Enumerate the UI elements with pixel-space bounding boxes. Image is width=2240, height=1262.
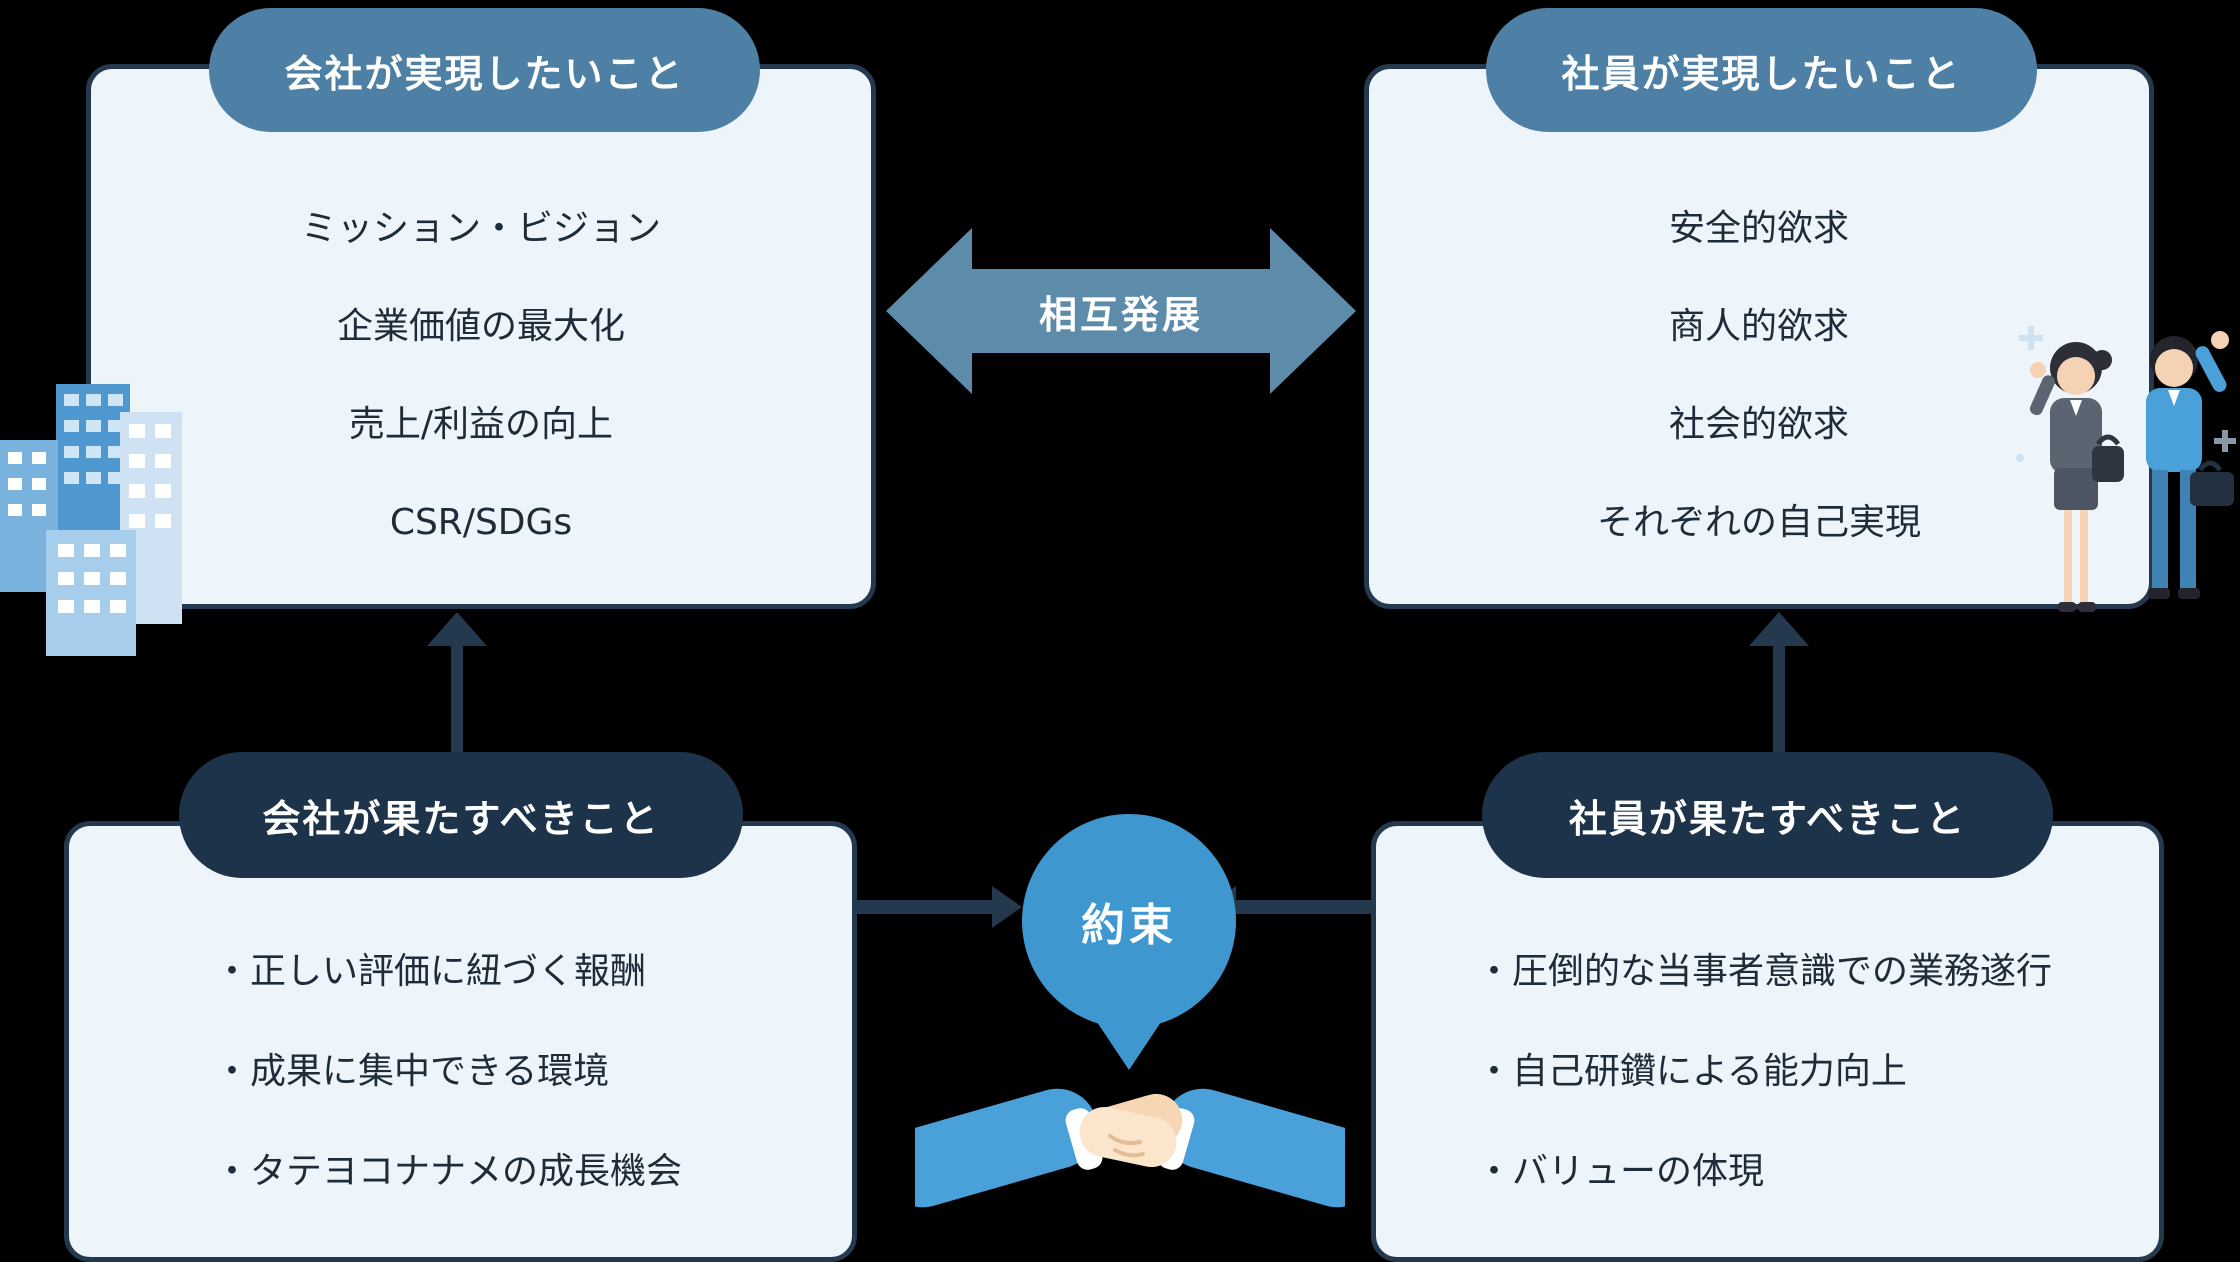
list-item: ・圧倒的な当事者意識での業務遂行 [1476,951,2053,992]
promise-arrowhead-left-icon [992,886,1022,928]
mutual-development-arrow: 相互発展 [886,228,1356,394]
list-item: ・自己研鑽による能力向上 [1476,1051,1907,1092]
employee-realize-items: 安全的欲求 商人的欲求 社会的欲求 それぞれの自己実現 [1369,69,2149,604]
list-item: 売上/利益の向上 [348,404,614,445]
businesspeople-icon [2016,326,2236,612]
company-fulfill-box: ・正しい評価に紐づく報酬 ・成果に集中できる環境 ・タテヨコナナメの成長機会 [64,821,857,1262]
buildings-icon [0,384,182,656]
employee-fulfill-items: ・圧倒的な当事者意識での業務遂行 ・自己研鑽による能力向上 ・バリューの体現 [1376,826,2159,1257]
company-realize-items: ミッション・ビジョン 企業価値の最大化 売上/利益の向上 CSR/SDGs [91,69,871,604]
promise-tail-icon [1097,1022,1161,1070]
list-item: ・正しい評価に紐づく報酬 [214,951,647,992]
list-item: それぞれの自己実現 [1596,502,1921,543]
list-item: CSR/SDGs [389,502,573,543]
arrowhead-right-icon [1270,228,1356,394]
list-item: 社会的欲求 [1668,404,1849,445]
list-item: ・バリューの体現 [1476,1151,1765,1192]
employee-fulfill-title: 社員が果たすべきこと [1482,752,2053,878]
list-item: 安全的欲求 [1668,208,1849,249]
handshake-icon [915,1088,1345,1208]
promise-circle: 約束 [1022,814,1236,1028]
list-item: ・成果に集中できる環境 [214,1051,610,1092]
list-item: 商人的欲求 [1668,306,1849,347]
company-realize-box: ミッション・ビジョン 企業価値の最大化 売上/利益の向上 CSR/SDGs [86,64,876,609]
company-fulfill-title: 会社が果たすべきこと [179,752,743,878]
connector-promise-right [1236,900,1371,914]
mutual-development-label: 相互発展 [970,269,1272,353]
company-realize-title: 会社が実現したいこと [209,8,760,132]
connector-right-vertical [1773,636,1785,758]
list-item: 企業価値の最大化 [336,306,625,347]
connector-promise-left [857,900,992,914]
list-item: ・タテヨコナナメの成長機会 [214,1151,683,1192]
arrowhead-left-icon [886,228,972,394]
list-item: ミッション・ビジョン [300,208,661,249]
employee-realize-title: 社員が実現したいこと [1486,8,2037,132]
employee-fulfill-box: ・圧倒的な当事者意識での業務遂行 ・自己研鑽による能力向上 ・バリューの体現 [1371,821,2164,1262]
company-fulfill-items: ・正しい評価に紐づく報酬 ・成果に集中できる環境 ・タテヨコナナメの成長機会 [69,826,852,1257]
connector-left-vertical [451,636,463,758]
